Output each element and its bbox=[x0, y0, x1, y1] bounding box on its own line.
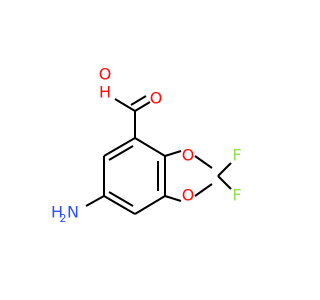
bond-c5-c4 bbox=[103, 137, 136, 157]
fluorine-bottom-label: F bbox=[232, 186, 241, 205]
bond-c2-o-bottom bbox=[194, 183, 213, 197]
ring-oxygen-top-label: O bbox=[182, 146, 195, 165]
bond-c5-c4-inner bbox=[108, 145, 134, 161]
bond-o-bottom-c7a bbox=[164, 195, 182, 202]
hydroxyl-hydrogen-label: H bbox=[99, 83, 111, 102]
hydroxyl-oxygen-label: O bbox=[99, 65, 112, 84]
amine-hydrogen-count-label: 2 bbox=[60, 212, 67, 225]
amine-nitrogen-label: N bbox=[67, 203, 79, 222]
molecule-structure: O H O O O F F N H 2 bbox=[51, 65, 242, 226]
amine-hydrogen-label: H bbox=[51, 203, 63, 222]
bond-o-top-c2 bbox=[194, 155, 213, 169]
bond-c6-nh2 bbox=[85, 195, 105, 207]
bond-c-o-double-2 bbox=[130, 95, 147, 106]
bond-c7-c6 bbox=[103, 195, 136, 215]
molecule-canvas: O H O O O F F N H 2 bbox=[50, 64, 242, 226]
carbonyl-oxygen-label: O bbox=[150, 89, 163, 108]
bond-c2-f-bottom bbox=[217, 175, 232, 190]
bond-c2-f-top bbox=[217, 162, 232, 177]
atom-labels: O H O O O F F N H 2 bbox=[51, 65, 242, 226]
bond-lines bbox=[85, 95, 232, 215]
bond-c-oh bbox=[114, 98, 136, 112]
bond-c-o-double-1 bbox=[134, 101, 151, 112]
ring-oxygen-bottom-label: O bbox=[182, 186, 195, 205]
bond-c4-c3a bbox=[134, 137, 166, 157]
bond-c3a-o-top bbox=[164, 150, 182, 157]
bond-c7a-c7 bbox=[134, 195, 166, 215]
bond-c7-c6-inner bbox=[108, 191, 134, 207]
fluorine-top-label: F bbox=[232, 146, 241, 165]
